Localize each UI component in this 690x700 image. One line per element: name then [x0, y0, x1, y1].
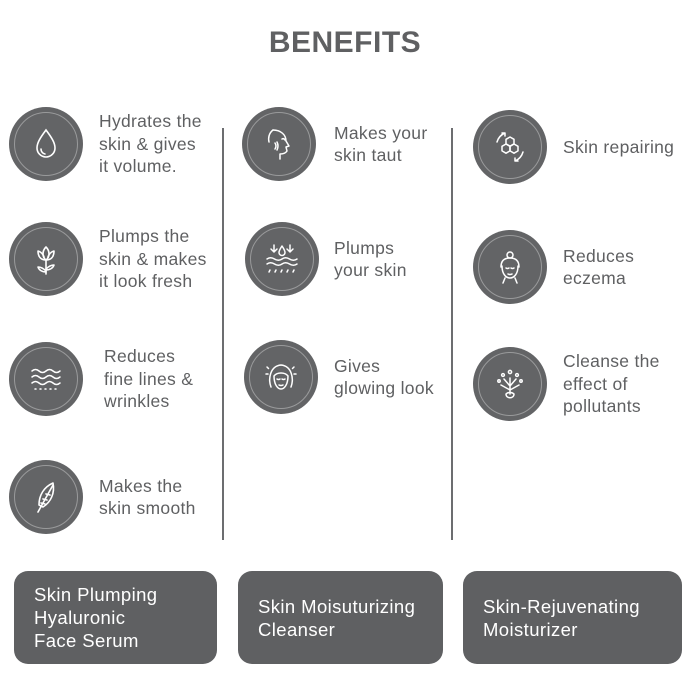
benefit-item: Skin repairing — [473, 110, 674, 184]
benefit-label: Hydrates the skin & gives it volume. — [99, 111, 202, 177]
product-name: Skin Moisuturizing Cleanser — [258, 595, 416, 640]
woman-face-icon — [473, 230, 547, 304]
benefit-item: Gives glowing look — [244, 340, 434, 414]
benefit-item: Makes the skin smooth — [9, 460, 196, 534]
waves-icon — [9, 342, 83, 416]
product-name: Skin-Rejuvenating Moisturizer — [483, 595, 640, 640]
benefit-item: Plumps the skin & makes it look fresh — [9, 222, 207, 296]
benefit-item: Reduces fine lines & wrinkles — [9, 342, 193, 416]
benefit-item: Cleanse the effect of pollutants — [473, 347, 660, 421]
product-label: Skin-Rejuvenating Moisturizer — [463, 571, 682, 664]
benefit-label: Plumps the skin & makes it look fresh — [99, 226, 207, 292]
product-label: Skin Moisuturizing Cleanser — [238, 571, 443, 664]
benefit-label: Reduces eczema — [563, 245, 635, 289]
benefit-label: Reduces fine lines & wrinkles — [104, 346, 194, 412]
benefit-item: Makes your skin taut — [242, 107, 427, 181]
water-drop-icon — [9, 107, 83, 181]
benefit-label: Plumps your skin — [334, 237, 407, 281]
tulip-flower-icon — [9, 222, 83, 296]
benefit-label: Cleanse the effect of pollutants — [563, 351, 660, 417]
face-profile-icon — [242, 107, 316, 181]
benefit-label: Makes your skin taut — [334, 122, 428, 166]
benefit-label: Makes the skin smooth — [99, 475, 196, 519]
benefit-item: Reduces eczema — [473, 230, 634, 304]
pollutant-cleanse-icon — [473, 347, 547, 421]
page-title: BENEFITS — [268, 26, 422, 59]
benefit-label: Skin repairing — [563, 136, 675, 157]
product-name: Skin Plumping Hyaluronic Face Serum — [34, 584, 158, 651]
column-divider — [222, 128, 224, 540]
product-label: Skin Plumping Hyaluronic Face Serum — [14, 571, 217, 664]
cell-repair-icon — [473, 110, 547, 184]
benefit-item: Hydrates the skin & gives it volume. — [9, 107, 202, 181]
feather-icon — [9, 460, 83, 534]
benefit-item: Plumps your skin — [245, 222, 407, 296]
benefit-label: Gives glowing look — [334, 355, 434, 399]
droplets-arrows-icon — [245, 222, 319, 296]
glowing-face-icon — [244, 340, 318, 414]
column-divider — [451, 128, 453, 540]
